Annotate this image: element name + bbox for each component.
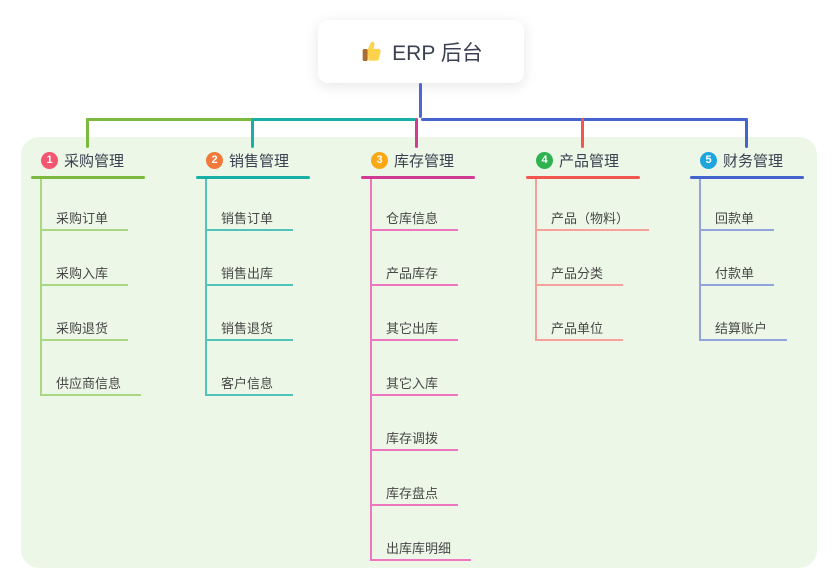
branch-label: 库存管理 xyxy=(394,152,455,170)
child-node[interactable]: 库存盘点 xyxy=(370,480,459,506)
child-label: 销售出库 xyxy=(221,266,274,281)
branch-label: 产品管理 xyxy=(559,152,620,170)
connector-horizontal-green xyxy=(86,118,253,121)
connector-root-vertical xyxy=(419,83,422,118)
branch-underline xyxy=(196,176,310,179)
child-node[interactable]: 采购退货 xyxy=(40,315,129,341)
child-node[interactable]: 销售退货 xyxy=(205,315,294,341)
child-node[interactable]: 采购订单 xyxy=(40,205,129,231)
child-node[interactable]: 库存调拨 xyxy=(370,425,459,451)
child-label: 采购订单 xyxy=(56,211,109,226)
branch-node-product[interactable]: 4 产品管理 xyxy=(536,149,619,171)
branch-number-badge: 2 xyxy=(206,151,223,169)
branch-label: 销售管理 xyxy=(229,152,290,170)
child-label: 产品库存 xyxy=(386,266,439,281)
child-label: 产品单位 xyxy=(551,321,604,336)
child-node[interactable]: 产品单位 xyxy=(535,315,624,341)
branch-number-badge: 1 xyxy=(41,151,58,169)
connector-drop-1 xyxy=(86,118,89,148)
child-label: 产品分类 xyxy=(551,266,604,281)
child-label: 库存调拨 xyxy=(386,431,439,446)
child-node[interactable]: 回款单 xyxy=(699,205,775,231)
child-node[interactable]: 销售出库 xyxy=(205,260,294,286)
connector-drop-4 xyxy=(581,118,584,148)
child-label: 结算账户 xyxy=(715,321,768,336)
child-label: 仓库信息 xyxy=(386,211,439,226)
child-label: 客户信息 xyxy=(221,376,274,391)
child-node[interactable]: 供应商信息 xyxy=(40,370,142,396)
connector-drop-5 xyxy=(745,118,748,148)
child-node[interactable]: 仓库信息 xyxy=(370,205,459,231)
child-node[interactable]: 销售订单 xyxy=(205,205,294,231)
branch-node-inventory[interactable]: 3 库存管理 xyxy=(371,149,454,171)
child-node[interactable]: 其它出库 xyxy=(370,315,459,341)
connector-drop-3 xyxy=(415,118,418,148)
child-label: 出库库明细 xyxy=(386,541,452,556)
branch-tree-line xyxy=(699,179,701,341)
child-label: 采购退货 xyxy=(56,321,109,336)
root-node-title: ERP 后台 xyxy=(392,41,483,65)
branch-label: 财务管理 xyxy=(723,152,784,170)
child-node[interactable]: 产品（物料） xyxy=(535,205,650,231)
child-label: 库存盘点 xyxy=(386,486,439,501)
branch-tree-line xyxy=(40,179,42,396)
child-label: 销售退货 xyxy=(221,321,274,336)
child-label: 付款单 xyxy=(715,266,755,281)
child-node[interactable]: 产品分类 xyxy=(535,260,624,286)
child-label: 采购入库 xyxy=(56,266,109,281)
branch-underline xyxy=(690,176,804,179)
child-label: 其它出库 xyxy=(386,321,439,336)
background-panel xyxy=(21,137,817,568)
child-label: 销售订单 xyxy=(221,211,274,226)
branch-node-procurement[interactable]: 1 采购管理 xyxy=(41,149,124,171)
branch-tree-line xyxy=(370,179,372,561)
child-label: 供应商信息 xyxy=(56,376,122,391)
connector-horizontal-teal xyxy=(251,118,416,121)
child-node[interactable]: 产品库存 xyxy=(370,260,459,286)
branch-label: 采购管理 xyxy=(64,152,125,170)
child-node[interactable]: 付款单 xyxy=(699,260,775,286)
branch-tree-line xyxy=(205,179,207,396)
root-node[interactable]: ERP 后台 xyxy=(318,20,524,83)
branch-underline xyxy=(526,176,640,179)
branch-number-badge: 5 xyxy=(700,151,717,169)
branch-node-sales[interactable]: 2 销售管理 xyxy=(206,149,289,171)
connector-horizontal-blue xyxy=(421,118,748,121)
child-label: 产品（物料） xyxy=(551,211,630,226)
branch-number-badge: 4 xyxy=(536,151,553,169)
child-label: 回款单 xyxy=(715,211,755,226)
branch-tree-line xyxy=(535,179,537,341)
child-node[interactable]: 其它入库 xyxy=(370,370,459,396)
child-node[interactable]: 结算账户 xyxy=(699,315,788,341)
child-node[interactable]: 出库库明细 xyxy=(370,535,472,561)
branch-underline xyxy=(31,176,145,179)
child-label: 其它入库 xyxy=(386,376,439,391)
child-node[interactable]: 采购入库 xyxy=(40,260,129,286)
child-node[interactable]: 客户信息 xyxy=(205,370,294,396)
connector-drop-2 xyxy=(251,118,254,148)
branch-node-finance[interactable]: 5 财务管理 xyxy=(700,149,783,171)
branch-underline xyxy=(361,176,475,179)
branch-number-badge: 3 xyxy=(371,151,388,169)
thumbs-up-icon xyxy=(359,40,383,64)
